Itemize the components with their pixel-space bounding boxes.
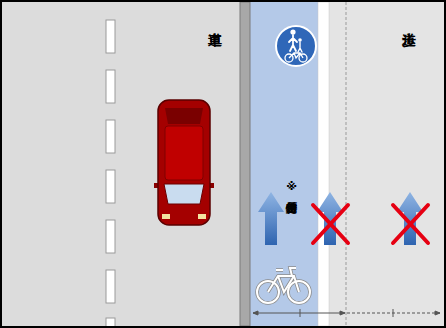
side-strip xyxy=(318,2,346,326)
curb xyxy=(240,2,250,326)
bicycle-marking-outline xyxy=(257,268,310,303)
band-label: ※特例特定原付 xyxy=(286,180,297,193)
bike-ped-sign xyxy=(276,26,316,66)
forbidden-arrow xyxy=(317,192,343,245)
car xyxy=(154,100,214,225)
boundary-dashed xyxy=(346,2,347,326)
roadway-band: 車道 xyxy=(2,2,240,326)
bike-lane-band: ※特例特定原付 xyxy=(250,2,318,326)
center-dashes xyxy=(106,20,115,328)
bicycle-marking xyxy=(257,268,310,303)
allowed-arrow xyxy=(258,192,284,245)
sidewalk-band: 歩道 xyxy=(346,2,444,326)
forbidden-arrow xyxy=(397,192,423,245)
edge-line xyxy=(318,2,329,326)
cross-mark xyxy=(313,205,428,243)
dimension-line xyxy=(253,309,440,317)
